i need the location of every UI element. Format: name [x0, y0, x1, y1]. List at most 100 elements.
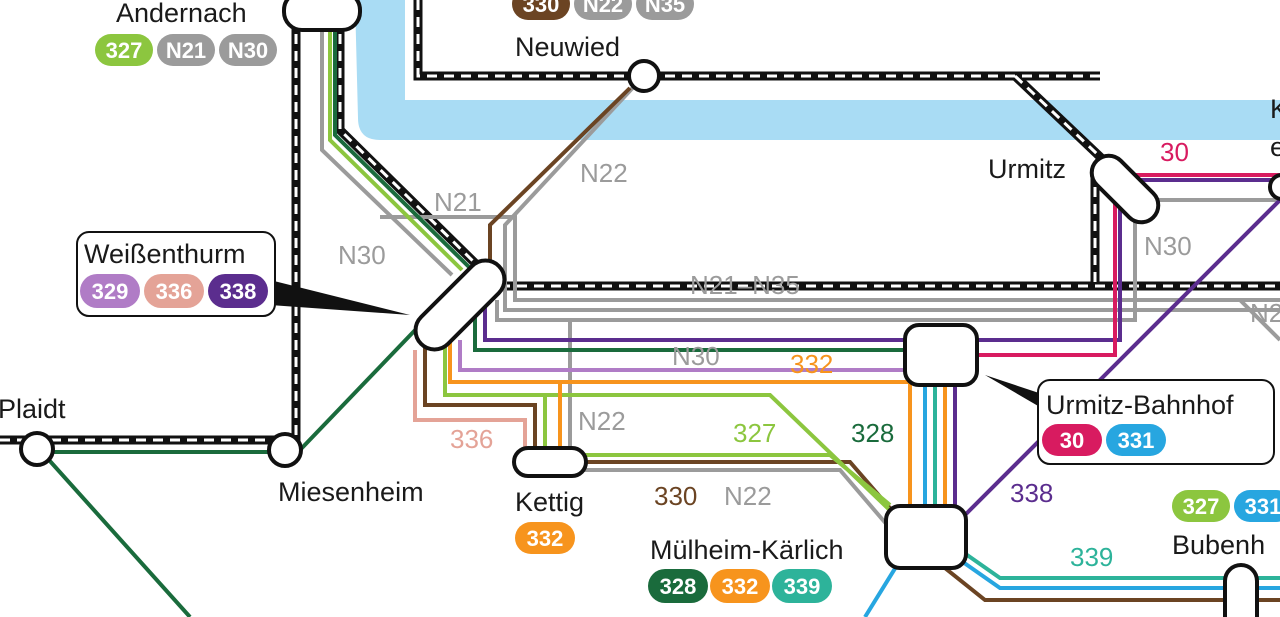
svg-text:30: 30 [1060, 428, 1084, 453]
callout-pointer-weissenthurm [270, 280, 410, 315]
svg-text:327: 327 [106, 38, 143, 63]
station-name-edge-e: e [1270, 132, 1280, 162]
station-names: Andernach Neuwied Urmitz Weißenthurm Pla… [0, 0, 1280, 565]
badge-332 [710, 569, 770, 603]
station-name-andernach: Andernach [116, 0, 247, 28]
svg-text:339: 339 [784, 574, 821, 599]
route-label-330: 330 [654, 481, 697, 511]
route-n22 [503, 78, 1280, 312]
route-328-plaidt [38, 448, 300, 617]
route-327-east [445, 393, 902, 522]
route-label-339: 339 [1070, 542, 1113, 572]
route-label-332: 332 [790, 349, 833, 379]
svg-text:N21: N21 [166, 38, 206, 63]
route-label-n22: N22 [578, 406, 626, 436]
route-331-east [958, 558, 1280, 590]
route-label-338: 338 [1010, 478, 1053, 508]
station-marker-kettig [512, 446, 588, 478]
route-label-n2: N2 [1250, 298, 1280, 328]
route-label-n21-n35: N21–N35 [690, 270, 800, 300]
svg-text:N22: N22 [583, 0, 623, 17]
station-marker-andernach [282, 0, 362, 32]
route-330-south [423, 340, 1280, 602]
badge-n30 [219, 34, 277, 66]
badge-338 [208, 274, 268, 308]
badge-n35 [636, 0, 694, 20]
route-n21 [380, 215, 1280, 302]
svg-text:332: 332 [722, 574, 759, 599]
station-name-miesenheim: Miesenheim [278, 477, 424, 507]
badge-327 [1172, 490, 1230, 522]
route-339 [933, 380, 1280, 580]
badge-n21 [157, 34, 215, 66]
route-338 [483, 178, 1280, 342]
route-n30-west [320, 0, 454, 277]
station-name-bubenheim: Bubenh [1172, 530, 1265, 560]
badge-328 [648, 569, 708, 603]
badge-339 [772, 569, 832, 603]
route-label-327: 327 [733, 418, 776, 448]
river [355, 0, 1280, 140]
route-label-n30: N30 [1144, 231, 1192, 261]
station-name-urmitz-bf: Urmitz-Bahnhof [1046, 390, 1234, 420]
route-n30-edge [1238, 298, 1280, 342]
station-name-edge-k: K [1270, 94, 1280, 124]
station-marker-muelheim [884, 504, 968, 570]
station-marker-neuwied [627, 59, 661, 93]
route-327 [328, 0, 464, 272]
svg-text:328: 328 [660, 574, 697, 599]
route-336 [413, 350, 527, 462]
route-label-n21: N21 [434, 187, 482, 217]
route-338-diag [938, 198, 1280, 542]
badge-329 [80, 274, 140, 308]
badge-30 [1042, 424, 1102, 456]
svg-text:331: 331 [1118, 428, 1155, 453]
station-marker-bubenheim [1223, 563, 1259, 617]
route-label-n22: N22 [724, 481, 772, 511]
route-329 [458, 340, 910, 372]
svg-text:330: 330 [523, 0, 560, 17]
svg-text:332: 332 [527, 526, 564, 551]
station-marker-plaidt [19, 431, 55, 467]
station-name-urmitz: Urmitz [988, 154, 1066, 184]
station-name-weissenthurm: Weißenthurm [84, 239, 246, 269]
svg-text:329: 329 [92, 279, 129, 304]
station-marker-weissenthurm [413, 258, 507, 352]
route-328 [333, 0, 472, 270]
badge-331 [1234, 490, 1280, 522]
svg-text:338: 338 [220, 279, 257, 304]
route-label-336: 336 [450, 424, 493, 454]
badge-330 [512, 0, 570, 20]
station-name-muelheim: Mülheim-Kärlich [650, 535, 844, 565]
callout-pointer-urmitz-bf [985, 375, 1045, 410]
station-marker-miesenheim [267, 432, 303, 468]
route-label-n30: N30 [338, 240, 386, 270]
badge-n22 [574, 0, 632, 20]
station-name-plaidt: Plaidt [0, 394, 66, 424]
route-n30-east [495, 198, 1280, 322]
badge-327 [95, 34, 153, 66]
route-331 [863, 380, 927, 617]
station-marker-edge [1268, 173, 1280, 201]
badge-331 [1106, 424, 1166, 456]
route-label-328: 328 [851, 418, 894, 448]
route-label-n22: N22 [580, 158, 628, 188]
badge-332 [515, 522, 575, 554]
svg-text:N30: N30 [228, 38, 268, 63]
route-labels: N21 N22 N30 N21–N35 N30 332 336 N22 327 … [338, 137, 1280, 572]
svg-text:336: 336 [156, 279, 193, 304]
svg-text:331: 331 [1245, 494, 1280, 519]
route-label-30: 30 [1160, 137, 1189, 167]
route-badges: 327 N21 N30 330 N22 N35 329 336 338 332 … [80, 0, 1280, 603]
route-label-n30: N30 [672, 341, 720, 371]
station-name-neuwied: Neuwied [515, 32, 620, 62]
railway-lines [0, 0, 1280, 450]
stations [19, 0, 1280, 617]
station-marker-urmitz [1089, 153, 1161, 225]
route-328-west [298, 323, 422, 452]
svg-text:327: 327 [1183, 494, 1220, 519]
station-name-kettig: Kettig [515, 487, 584, 517]
route-30 [975, 173, 1280, 357]
station-marker-urmitz-bf [903, 323, 979, 387]
